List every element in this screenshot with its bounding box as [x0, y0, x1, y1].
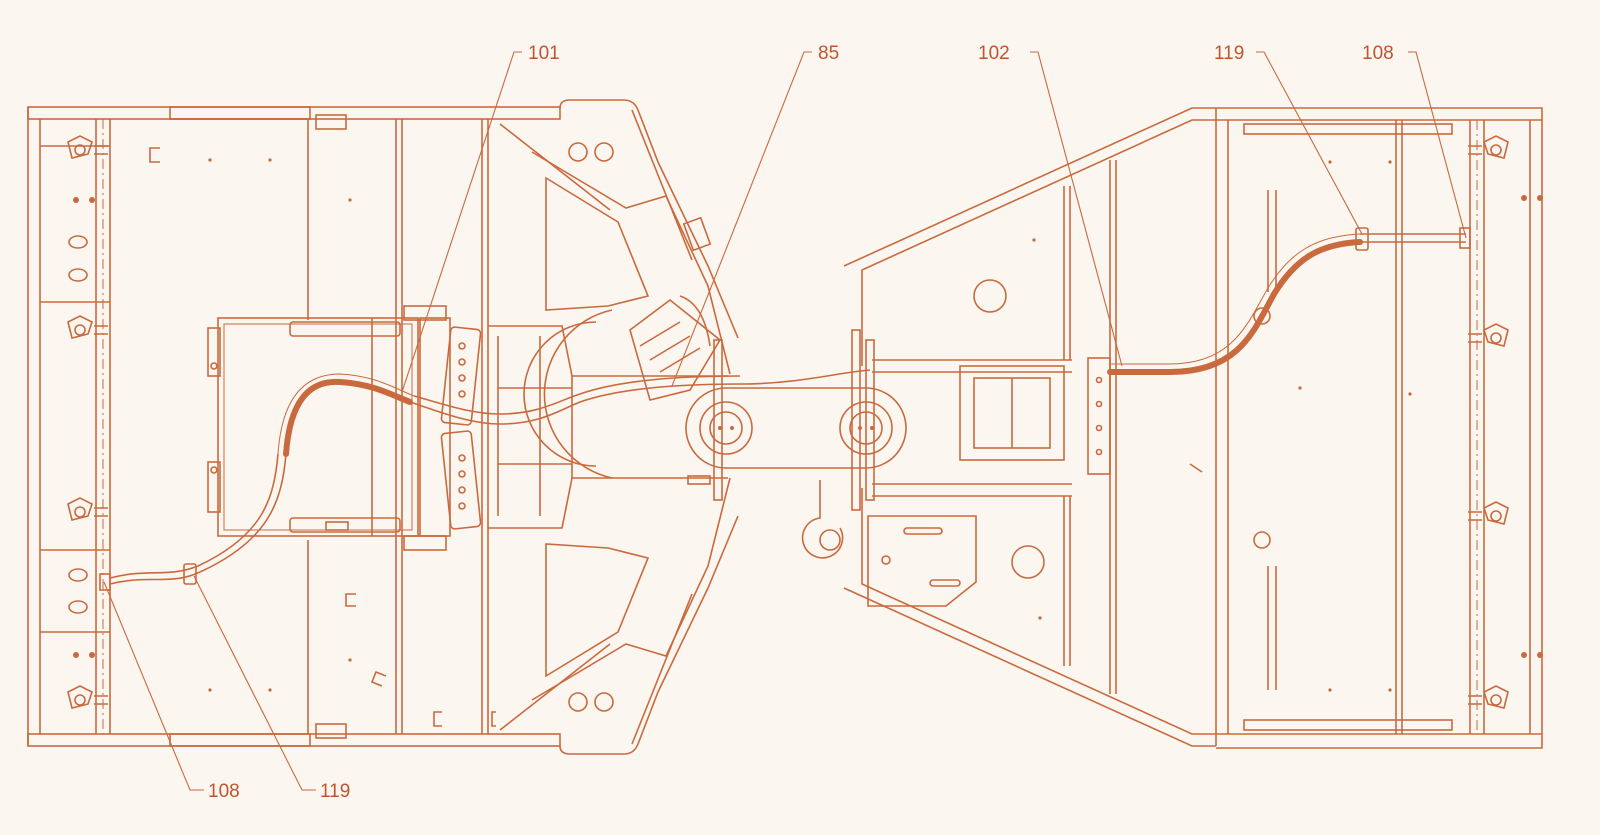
- right-frame: [843, 107, 1543, 749]
- label-101: 101: [528, 43, 560, 64]
- cable-119-left: [199, 453, 287, 573]
- label-108-top: 108: [1362, 43, 1394, 64]
- battery-box: [207, 305, 482, 551]
- cable-102: [1107, 239, 1363, 375]
- center-section: [488, 99, 1072, 755]
- label-119-bottom: 119: [320, 781, 350, 802]
- label-119-top: 119: [1214, 43, 1244, 64]
- left-frame: [27, 106, 561, 747]
- cable-101: [283, 378, 413, 457]
- cables: [99, 227, 1471, 591]
- label-102: 102: [978, 43, 1010, 64]
- left-mount-brackets: [67, 135, 108, 709]
- callouts: 101 85 102 119 108 108 119: [103, 43, 1467, 802]
- label-85: 85: [818, 43, 839, 64]
- label-108-bottom: 108: [208, 781, 240, 802]
- right-mount-brackets: [1468, 135, 1509, 709]
